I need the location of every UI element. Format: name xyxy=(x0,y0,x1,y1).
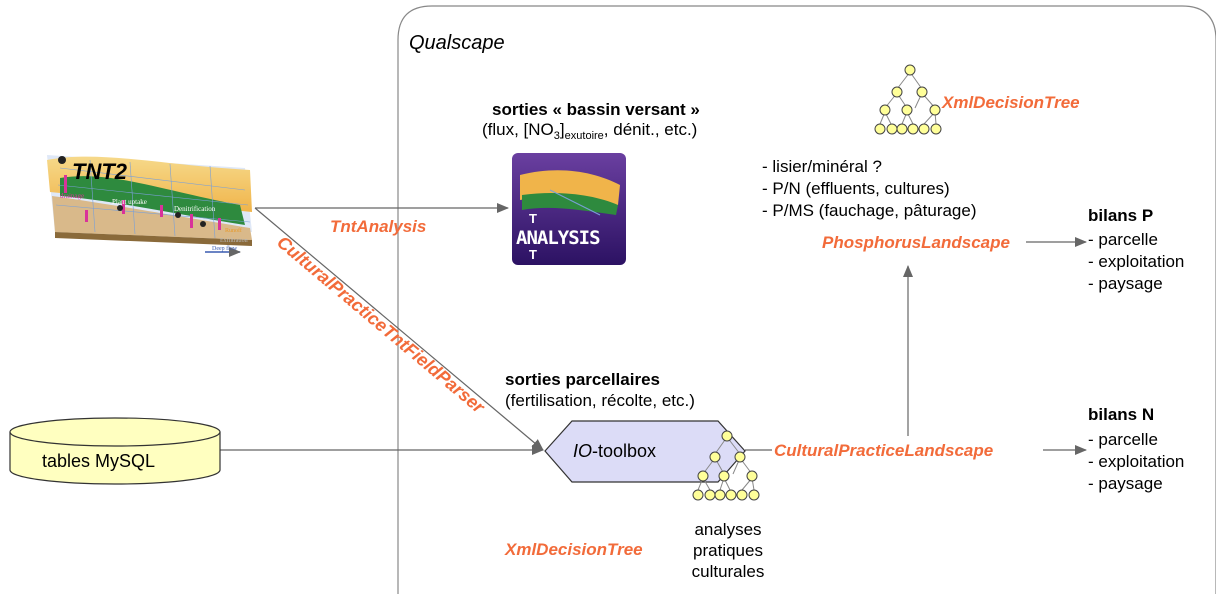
tnt2-label-runoff: Runoff xyxy=(225,228,242,234)
xml-decision-tree-top-label: XmlDecisionTree xyxy=(942,93,1080,112)
cultural-practice-landscape-label: CulturalPracticeLandscape xyxy=(774,441,994,460)
bilans-n-item-2: - exploitation xyxy=(1088,452,1185,471)
bassin-heading: sorties « bassin versant » xyxy=(492,100,700,119)
mysql-cylinder xyxy=(9,417,221,485)
bilans-p-item-2: - exploitation xyxy=(1088,252,1185,271)
qualscape-frame xyxy=(397,5,1216,594)
analyses-line-3: culturales xyxy=(691,562,765,581)
bassin-subtitle-part1: (flux, [NO xyxy=(482,120,554,139)
tnt2-illustration xyxy=(47,155,252,257)
bassin-subtitle-sub1: 3 xyxy=(553,130,560,142)
decision-tree-top-icon xyxy=(879,71,937,125)
tnt2-label-drainage: drainage xyxy=(60,192,85,200)
mysql-label: tables MySQL xyxy=(42,451,156,471)
edge-tnt-to-toolbox xyxy=(254,207,544,451)
question-1: - lisier/minéral ? xyxy=(762,157,882,176)
io-toolbox-label: IO-toolbox xyxy=(573,441,656,461)
bilans-p-item-1: - parcelle xyxy=(1088,230,1158,249)
phosphorus-landscape-label: PhosphorusLandscape xyxy=(822,233,1010,252)
question-3: - P/MS (fauchage, pâturage) xyxy=(762,201,977,220)
tnt2-title: TNT2 xyxy=(72,159,127,184)
bilans-n-title: bilans N xyxy=(1088,405,1155,424)
parcellaires-heading: sorties parcellaires xyxy=(505,370,660,389)
io-toolbox-io: IO xyxy=(573,441,593,461)
analysis-icon-text: ANALYSIS xyxy=(516,227,601,249)
analyses-line-2: pratiques xyxy=(693,541,763,560)
parcellaires-subtitle: (fertilisation, récolte, etc.) xyxy=(505,391,695,410)
analysis-icon-t2: T xyxy=(529,247,537,262)
bilans-p-title: bilans P xyxy=(1088,206,1154,225)
bilans-n-item-3: - paysage xyxy=(1088,474,1163,493)
tnt2-label-denitrification: Denitrification xyxy=(174,205,216,213)
tnt2-label-plant-uptake: Plant uptake xyxy=(112,198,147,206)
bassin-subtitle-part2: ] xyxy=(559,120,565,139)
xml-decision-tree-bottom-label: XmlDecisionTree xyxy=(505,540,643,559)
bassin-subtitle: (flux, [NO3]exutoire, dénit., etc.) xyxy=(482,120,697,146)
question-2: - P/N (effluents, cultures) xyxy=(762,179,950,198)
bilans-p-item-3: - paysage xyxy=(1088,274,1163,293)
tnt2-label-exfiltration: Exfiltration xyxy=(220,238,248,244)
analyses-line-1: analyses xyxy=(694,520,762,539)
bilans-n-item-1: - parcelle xyxy=(1088,430,1158,449)
qualscape-title: Qualscape xyxy=(409,32,505,54)
io-toolbox-rest: -toolbox xyxy=(592,441,657,461)
io-toolbox-hexagon xyxy=(544,420,746,483)
bassin-subtitle-sub2: exutoire xyxy=(564,130,604,142)
tnt-analysis-icon xyxy=(512,153,626,265)
bassin-subtitle-part3: , dénit., etc.) xyxy=(603,120,698,139)
tnt2-label-deep-flow: Deep flow xyxy=(212,246,238,252)
tnt-analysis-label: TntAnalysis xyxy=(330,217,427,236)
analysis-icon-t1: T xyxy=(529,211,537,226)
